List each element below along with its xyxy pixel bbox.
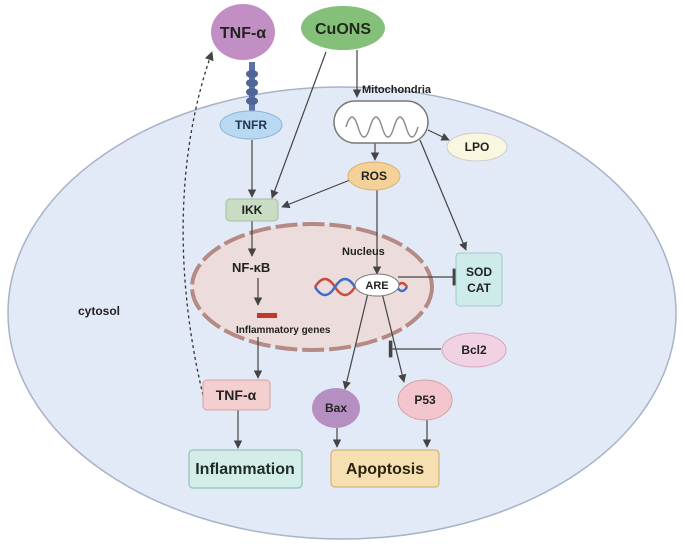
bax-label: Bax <box>325 401 347 415</box>
bcl2-label: Bcl2 <box>461 343 487 357</box>
gene-bar <box>257 313 277 318</box>
cat-label: CAT <box>467 281 491 295</box>
tnf-alpha-bottom-node <box>202 379 271 411</box>
inflammatory-genes-label: Inflammatory genes <box>236 325 331 336</box>
inflammation-node <box>188 449 303 489</box>
sod-label: SOD <box>466 265 492 279</box>
arrow-mitochondria-lpo <box>427 129 450 141</box>
are-label: ARE <box>365 280 388 292</box>
are-node <box>354 273 400 297</box>
bcl2-node <box>441 332 507 368</box>
nucleus-label: Nucleus <box>342 246 385 258</box>
tnf-receptor-icon <box>246 62 258 112</box>
tnfr-node <box>219 110 283 140</box>
arrow-are-bax <box>342 292 369 390</box>
arrow-are-p53 <box>381 292 407 383</box>
apoptosis-node <box>330 449 440 488</box>
cuons-node <box>301 6 385 50</box>
ros-node <box>347 161 401 191</box>
arrow-cuons-ikk <box>270 51 327 199</box>
tnf-alpha-top-label: TNF-α <box>220 25 266 42</box>
ros-label: ROS <box>361 169 387 183</box>
nf-kb-label: NF-κB <box>232 260 270 275</box>
sod-cat-node <box>455 252 503 307</box>
ikk-node <box>225 198 279 222</box>
tnfr-label: TNFR <box>235 118 267 132</box>
arrow-ros-ikk <box>281 179 351 209</box>
lpo-node <box>446 132 508 162</box>
cytosol-label: cytosol <box>78 304 120 318</box>
apoptosis-label: Apoptosis <box>346 461 424 478</box>
p53-node <box>397 379 453 421</box>
cuons-label: CuONS <box>315 21 371 38</box>
mitochondria-icon <box>333 100 429 144</box>
tnf-alpha-top-node <box>211 4 275 60</box>
ikk-label: IKK <box>242 203 263 217</box>
arrow-mitochondria-sodcat <box>419 139 467 251</box>
p53-label: P53 <box>414 393 436 407</box>
tnf-alpha-bottom-label: TNF-α <box>216 387 257 403</box>
mitochondria-label: Mitochondria <box>362 84 432 96</box>
lpo-label: LPO <box>465 140 490 154</box>
inflammation-label: Inflammation <box>195 461 295 478</box>
feedback-arrow-tnf <box>182 51 214 396</box>
bax-node <box>312 388 360 428</box>
